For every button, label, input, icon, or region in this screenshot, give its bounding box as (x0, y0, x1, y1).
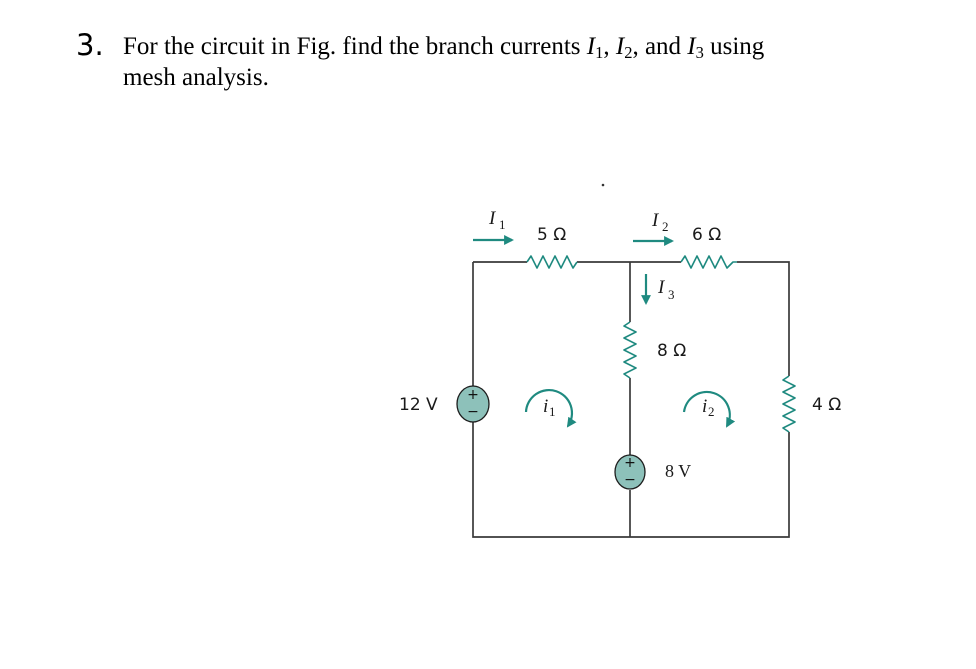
svg-text:2: 2 (708, 404, 715, 419)
symbol-I2: I2 (615, 33, 633, 63)
clockwise-arrow-icon (682, 390, 736, 428)
svg-text:I: I (657, 277, 666, 298)
voltage-source-8v: + − (614, 454, 646, 490)
circuit-wires (472, 261, 790, 538)
label-5-ohm: 5 Ω (537, 225, 566, 245)
branch-current-I3: I 3 (641, 274, 675, 305)
problem-number: 3. (76, 28, 104, 62)
symbol-I3: I3 (687, 33, 704, 63)
clockwise-arrow-icon (524, 388, 577, 428)
branch-current-I1: I 1 (473, 208, 514, 245)
label-6-ohm: 6 Ω (692, 225, 721, 245)
problem-text-line-1: For the circuit in Fig. find the branch … (123, 33, 765, 63)
label-12v: 12 V (399, 395, 438, 415)
problem-text-line-2: mesh analysis. (123, 64, 269, 91)
resistor-4-ohm (782, 375, 796, 433)
mesh-current-i2: i 2 (682, 390, 736, 428)
problem-text-prefix: For the circuit in Fig. find the branch … (123, 33, 587, 60)
label-8v: 8 V (665, 461, 691, 481)
svg-text:−: − (624, 472, 636, 488)
mesh-current-i1: i 1 (524, 388, 577, 428)
svg-text:3: 3 (668, 287, 675, 302)
svg-text:I: I (488, 208, 497, 229)
svg-text:i: i (702, 396, 707, 417)
svg-text:−: − (467, 404, 479, 420)
symbol-I1: I1 (586, 33, 604, 63)
branch-current-I2: I 2 (633, 210, 674, 246)
resistor-8-ohm (623, 321, 637, 379)
svg-text:1: 1 (549, 404, 556, 419)
svg-text:2: 2 (662, 219, 669, 234)
svg-text:+: + (467, 387, 479, 403)
svg-text:I: I (651, 210, 660, 231)
voltage-source-12v: + − (456, 385, 490, 423)
svg-text:1: 1 (499, 217, 506, 232)
label-4-ohm: 4 Ω (812, 395, 841, 415)
svg-text:+: + (624, 455, 636, 471)
label-8-ohm: 8 Ω (657, 341, 686, 361)
resistor-6-ohm (680, 255, 737, 269)
resistor-5-ohm (526, 255, 578, 269)
problem-text-suffix: using (703, 33, 765, 60)
stray-dot (601, 183, 605, 187)
svg-text:i: i (543, 396, 548, 417)
